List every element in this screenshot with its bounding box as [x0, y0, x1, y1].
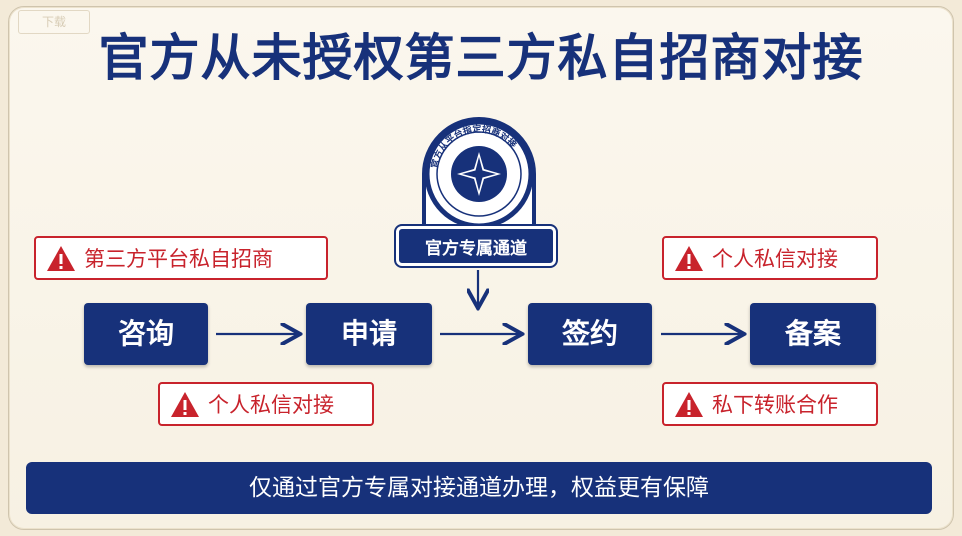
- step-sign: 签约: [528, 303, 652, 365]
- warning-label: 第三方平台私自招商: [84, 247, 273, 271]
- official-channel-badge: 官方专属通道: [394, 224, 558, 268]
- step-apply: 申请: [306, 303, 432, 365]
- warning-icon: [675, 245, 703, 271]
- corner-watermark: 下载: [18, 10, 90, 34]
- warning-label: 个人私信对接: [208, 393, 334, 417]
- warning-private-transfer: 私下转账合作: [662, 382, 878, 426]
- step-consult: 咨询: [84, 303, 208, 365]
- footer-banner: 仅通过官方专属对接通道办理，权益更有保障: [26, 462, 932, 514]
- warning-third-party: 第三方平台私自招商: [34, 236, 328, 280]
- official-seal-icon: 官方从平台指定招商对接: [422, 117, 536, 229]
- warning-private-message: 个人私信对接: [158, 382, 374, 426]
- page-title: 官方从未授权第三方私自招商对接: [98, 29, 864, 87]
- warning-icon: [171, 391, 199, 417]
- warning-icon: [47, 245, 75, 271]
- step-record: 备案: [750, 303, 876, 365]
- warning-label: 个人私信对接: [712, 247, 838, 271]
- warning-icon: [675, 391, 703, 417]
- warning-private-message: 个人私信对接: [662, 236, 878, 280]
- warning-label: 私下转账合作: [712, 393, 838, 417]
